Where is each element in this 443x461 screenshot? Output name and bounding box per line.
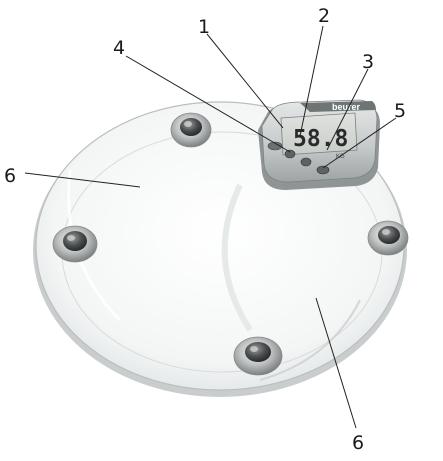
callout-4: 4 — [113, 37, 125, 59]
callout-3: 3 — [362, 51, 374, 73]
foot-top-left — [171, 113, 211, 147]
brand-logo: beurer — [332, 102, 361, 112]
foot-left — [53, 226, 97, 262]
callout-6-bottom: 6 — [352, 432, 364, 454]
callout-2: 2 — [318, 5, 330, 27]
button-down[interactable] — [285, 150, 295, 158]
set-button[interactable] — [317, 166, 329, 174]
foot-right — [368, 221, 408, 255]
foot-bottom — [234, 337, 282, 375]
button-up[interactable] — [301, 158, 311, 166]
callout-5: 5 — [394, 100, 406, 122]
unit-label: KG — [336, 154, 345, 160]
callout-1: 1 — [198, 16, 210, 38]
callout-6-left: 6 — [4, 165, 16, 187]
